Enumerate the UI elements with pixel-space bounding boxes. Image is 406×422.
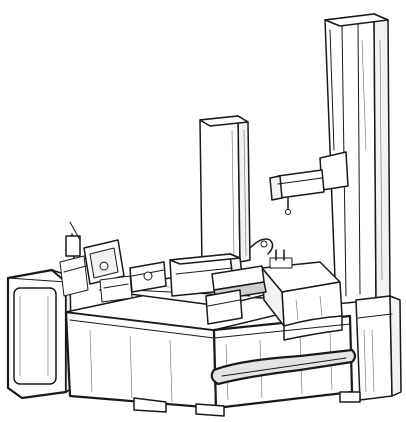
left-workpieces bbox=[99, 261, 167, 303]
monitor-stand bbox=[59, 221, 125, 297]
right-tall-column bbox=[324, 13, 391, 305]
probe-tip-icon bbox=[285, 209, 291, 215]
machine-feet bbox=[133, 391, 361, 417]
center-pillar bbox=[199, 115, 251, 267]
base-edge-lines bbox=[69, 319, 351, 339]
front-rail bbox=[210, 348, 357, 386]
hose bbox=[249, 238, 274, 255]
monitor-knob-icon bbox=[99, 261, 109, 271]
table-clamps bbox=[205, 249, 293, 325]
control-console bbox=[6, 268, 73, 400]
probe-arm bbox=[269, 151, 349, 215]
right-column-base bbox=[355, 295, 402, 401]
